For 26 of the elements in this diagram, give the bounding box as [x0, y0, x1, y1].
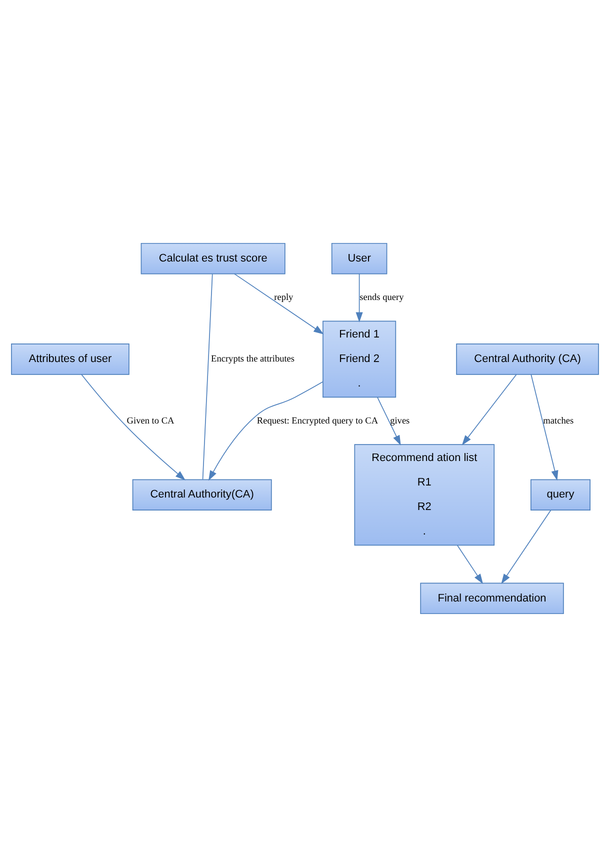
arrow	[501, 509, 552, 584]
node-box: Final recommendation	[420, 582, 564, 614]
arrow	[208, 380, 324, 480]
edge-label: reply	[274, 292, 294, 302]
node-box: Calculat es trust score	[140, 242, 286, 274]
arrow	[81, 374, 186, 480]
edge-label: Request: Encrypted query to CA	[256, 416, 378, 426]
arrow	[457, 544, 484, 584]
node-box: Central Authority(CA)	[132, 478, 272, 510]
arrow	[462, 374, 517, 445]
edge-label: sends query	[360, 292, 404, 302]
arrow	[377, 396, 401, 446]
node-box: query	[530, 478, 590, 510]
edge-label: gives	[390, 416, 410, 426]
edge-label: Encrypts the attributes	[211, 354, 295, 364]
edge-label: matches	[543, 416, 574, 426]
node-box: Central Authority (CA)	[456, 343, 599, 374]
edge-label: Given to CA	[126, 416, 174, 426]
node-box: User	[331, 242, 388, 274]
arrow	[234, 272, 324, 334]
arrow	[356, 272, 363, 322]
node-box: Friend 1 Friend 2 .	[322, 320, 396, 398]
connector	[202, 273, 213, 480]
node-box: Recommend ation list R1 R2 .	[354, 444, 495, 546]
arrow	[530, 374, 558, 480]
node-box: Attributes of user	[11, 343, 130, 374]
